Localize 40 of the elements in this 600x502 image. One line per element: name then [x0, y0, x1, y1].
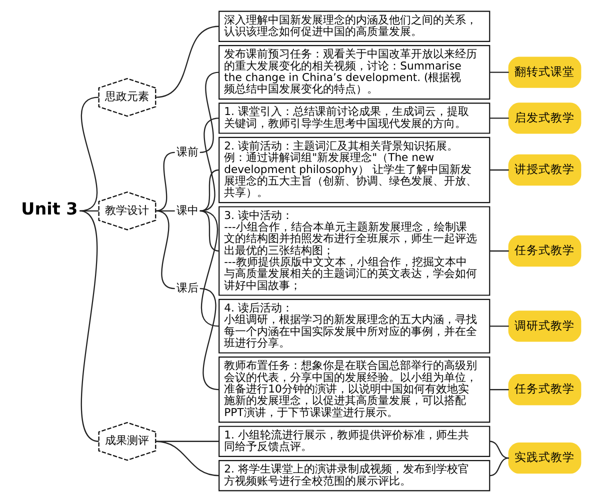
node-box: 翻转式课堂	[508, 56, 581, 88]
node-box: 讲授式教学	[508, 154, 581, 186]
connector	[199, 210, 219, 252]
connector	[199, 72, 219, 154]
connector	[489, 169, 508, 171]
node-box: 深入理解中国新发展理念的内涵及他们之间的关系，认识该理念如何促进中国的高质量发展。	[218, 10, 490, 42]
node-box: 启发式教学	[508, 102, 581, 134]
connector	[489, 118, 508, 119]
node-box: 任务式教学	[508, 235, 581, 267]
node-box: 4. 读后活动： 小组调研，根据学习的新发展理念的五大内涵，寻找每一个内涵在中国实际发展中所对应的事例，并在全班进行分享。	[218, 298, 490, 354]
connector	[489, 250, 508, 252]
node-text: 课后	[176, 281, 198, 294]
connector	[199, 210, 219, 327]
connector	[199, 288, 219, 390]
connector	[155, 440, 219, 476]
node-box: 任务式教学	[508, 374, 581, 406]
node-box: 教师布置任务：想象你是在联合国总部举行的高级别会议的代表，分享中国的发展经验。以小组为单位，准备进行10分钟的演讲，以说明中国如何有效地实施新的发展理念，以促进其高质量发展，可以搭配PPT演讲，于下节课课堂进行展示。	[218, 356, 490, 423]
node-box: 1. 小组轮流进行展示，教师提供评价标准，师生共同给予反馈点评。	[218, 426, 490, 457]
node-box: 1. 课堂引入：总结课前讨论成果，生成词云，提取关键词，教师引导学生思考中国现代发展的方向。	[218, 102, 490, 134]
connector	[199, 118, 219, 212]
connector	[489, 389, 508, 390]
connector	[79, 96, 98, 212]
node-text: 课中	[176, 204, 198, 217]
connector	[489, 440, 508, 459]
node-box: 3. 读中活动： ---小组合作，结合本单元主题新发展理念，绘制课文的结构图并拍照发布进行全班展示，师生一起评选出最优的三张结构图； ---教师提供原版中文文本，小组合作，挖掘文本中与高质量发展相关的主题词汇的英文表达，学会如何讲好中国故事；	[218, 206, 490, 296]
node-box: 实践式教学	[508, 442, 581, 474]
connector	[155, 210, 174, 290]
connector	[489, 72, 508, 73]
node-text: 课前	[176, 145, 198, 158]
connector	[489, 458, 508, 476]
connector	[155, 26, 219, 98]
connector	[155, 152, 174, 212]
node-text: Unit 3	[20, 198, 78, 218]
connector	[489, 326, 508, 327]
node-box: 发布课前预习任务：观看关于中国改革开放以来经历的重大发展变化的相关视频，讨论：Summarise the change in China’s development. (根据视频总结中国发展变化的特点）。	[218, 45, 490, 100]
node-box: 调研式教学	[508, 310, 581, 342]
node-box: 2. 将学生课堂上的演讲录制成视频，发布到学校官方视频账号进行全校范围的展示评比。	[218, 460, 490, 492]
connector	[199, 169, 219, 212]
connector	[78, 210, 99, 442]
node-box: 2. 读前活动：主题词汇及其相关背景知识拓展。 例：通过讲解词组"新发展理念"（The new development philosophy） 让学生了解中国新发展理念的五大主旨（创新、协调、绿色发展、开放、共享）。	[218, 136, 490, 204]
